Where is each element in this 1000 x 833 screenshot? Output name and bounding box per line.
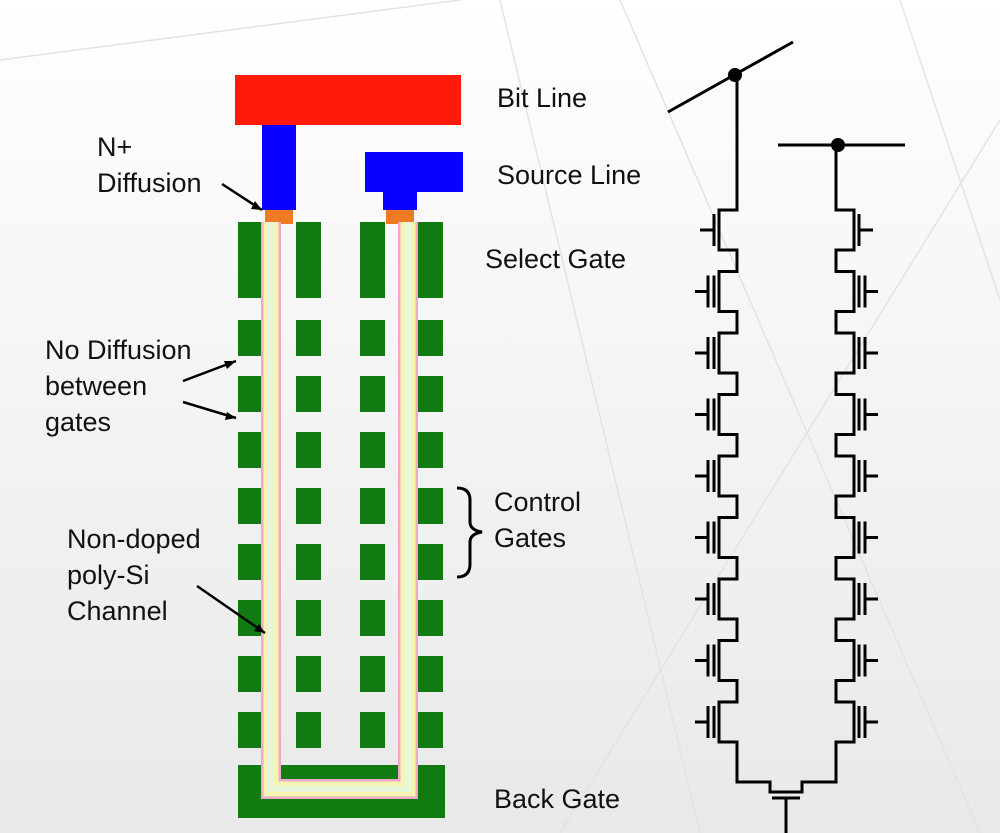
n-diffusion-left: [265, 210, 293, 224]
control-gate-block: [296, 600, 321, 636]
control-gate-block: [360, 600, 385, 636]
select-gate-label: Select Gate: [485, 244, 627, 274]
channel-outer: [261, 222, 418, 799]
control-gate-block: [418, 544, 443, 580]
control-gate-block: [418, 432, 443, 468]
control-gate-block: [418, 712, 443, 748]
control-gate-block: [238, 712, 263, 748]
select-gate: [238, 222, 263, 298]
control-gates-label: Control Gates: [494, 487, 582, 553]
string-left: [695, 75, 739, 765]
bit-line-label: Bit Line: [497, 83, 588, 113]
bit-line-bar: [235, 75, 461, 125]
string-right: [834, 145, 878, 765]
back-gate-transistor: [735, 765, 838, 833]
string-wire: [834, 145, 856, 765]
control-gate-block: [418, 376, 443, 412]
control-gate-block: [238, 544, 263, 580]
bit-line-node: [728, 68, 742, 82]
string-wire: [717, 75, 739, 765]
arrow-heads: [224, 201, 265, 633]
control-gate-block: [296, 432, 321, 468]
control-gate-block: [296, 488, 321, 524]
select-gate: [296, 222, 321, 298]
control-gate-block: [238, 376, 263, 412]
cross-section: [235, 75, 463, 818]
control-gates-brace: [456, 486, 483, 579]
channel-mid: [263, 222, 416, 797]
n-diffusion-label: N+ Diffusion: [97, 132, 202, 198]
select-gate: [360, 222, 385, 298]
control-gate-block: [238, 656, 263, 692]
control-gate-block: [418, 320, 443, 356]
schematic: [667, 40, 905, 833]
control-gate-block: [296, 712, 321, 748]
control-gate-block: [296, 376, 321, 412]
source-line-label: Source Line: [497, 160, 642, 190]
control-gates: [238, 320, 443, 748]
control-gate-block: [418, 488, 443, 524]
select-gate: [418, 222, 443, 298]
control-gate-block: [296, 656, 321, 692]
control-gate-block: [296, 544, 321, 580]
back-gate-label: Back Gate: [494, 784, 621, 814]
control-gate-block: [360, 488, 385, 524]
bit-line-contact: [262, 125, 296, 210]
control-gate-block: [238, 320, 263, 356]
control-gate-block: [418, 656, 443, 692]
n-diffusion-right: [386, 210, 414, 224]
channel-label: Non-doped poly-Si Channel: [67, 524, 201, 626]
control-gate-block: [360, 544, 385, 580]
source-line-node: [831, 138, 845, 152]
control-gate-block: [360, 432, 385, 468]
control-gate-block: [238, 488, 263, 524]
control-gate-block: [360, 712, 385, 748]
control-gate-block: [296, 320, 321, 356]
control-gate-block: [360, 656, 385, 692]
select-gates: [238, 222, 443, 298]
source-line-bar: [365, 152, 463, 210]
no-diffusion-label: No Diffusion between gates: [45, 335, 192, 437]
control-gate-block: [360, 320, 385, 356]
channel-inner: [268, 222, 411, 792]
control-gate-block: [418, 600, 443, 636]
control-gate-block: [360, 376, 385, 412]
control-gate-block: [238, 432, 263, 468]
